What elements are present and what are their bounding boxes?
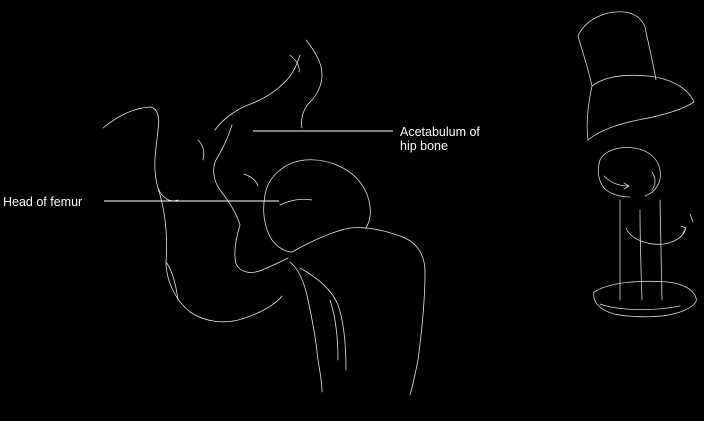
joint-schematic bbox=[577, 11, 697, 318]
head-of-femur-label: Head of femur bbox=[3, 195, 83, 209]
leader-lines bbox=[104, 130, 393, 202]
hip-bone-outline bbox=[102, 39, 323, 323]
femur-outline bbox=[263, 159, 426, 396]
acetabulum-label: Acetabulum of hip bone bbox=[400, 125, 480, 153]
acetabulum-label-line1: Acetabulum of bbox=[400, 125, 480, 139]
acetabulum-label-line2: hip bone bbox=[400, 139, 448, 153]
